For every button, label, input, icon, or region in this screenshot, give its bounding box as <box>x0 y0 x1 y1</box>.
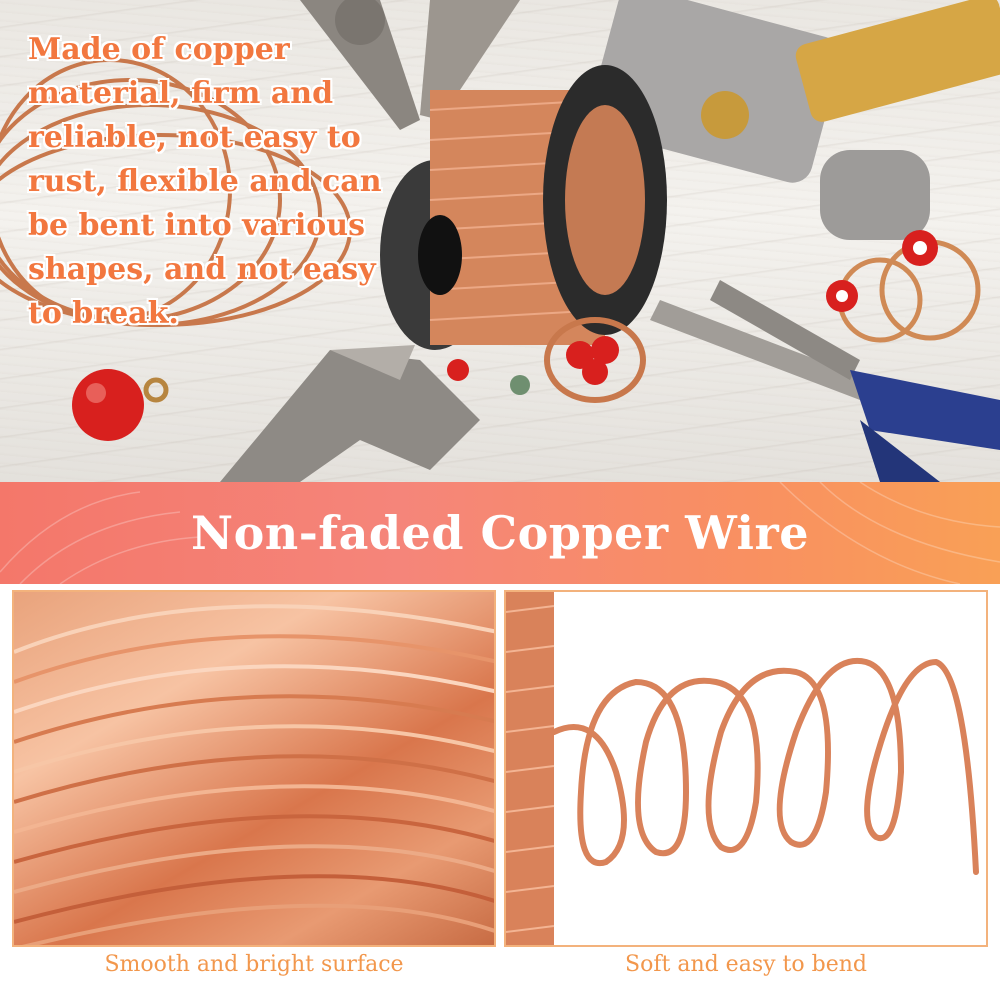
side-cutter <box>220 345 480 482</box>
hero-description-text: Made of copper material, firm and reliab… <box>28 32 382 331</box>
round-nose-pliers <box>650 280 1000 482</box>
hero-illustration <box>0 0 1000 482</box>
eye-rings <box>826 230 981 343</box>
hero-photo: Made of copper material, firm and reliab… <box>0 0 1000 482</box>
title-banner: Non-faded Copper Wire <box>0 482 1000 584</box>
hammer <box>589 0 1000 240</box>
panel-smooth-surface <box>12 590 496 947</box>
caption-easy-bend: Soft and easy to bend <box>625 952 867 977</box>
wire-spool <box>380 65 667 350</box>
red-bead-large <box>72 369 144 441</box>
caption-smooth-surface: Smooth and bright surface <box>104 952 404 977</box>
wire-closeup-illustration <box>14 604 494 945</box>
wrapped-bead-ring <box>544 317 646 403</box>
loose-copper-coil <box>0 58 352 327</box>
banner-title: Non-faded Copper Wire <box>191 506 809 560</box>
banner-leaf-pattern <box>0 482 1000 584</box>
bent-wire-illustration <box>506 592 979 945</box>
panel-easy-bend <box>504 590 988 947</box>
